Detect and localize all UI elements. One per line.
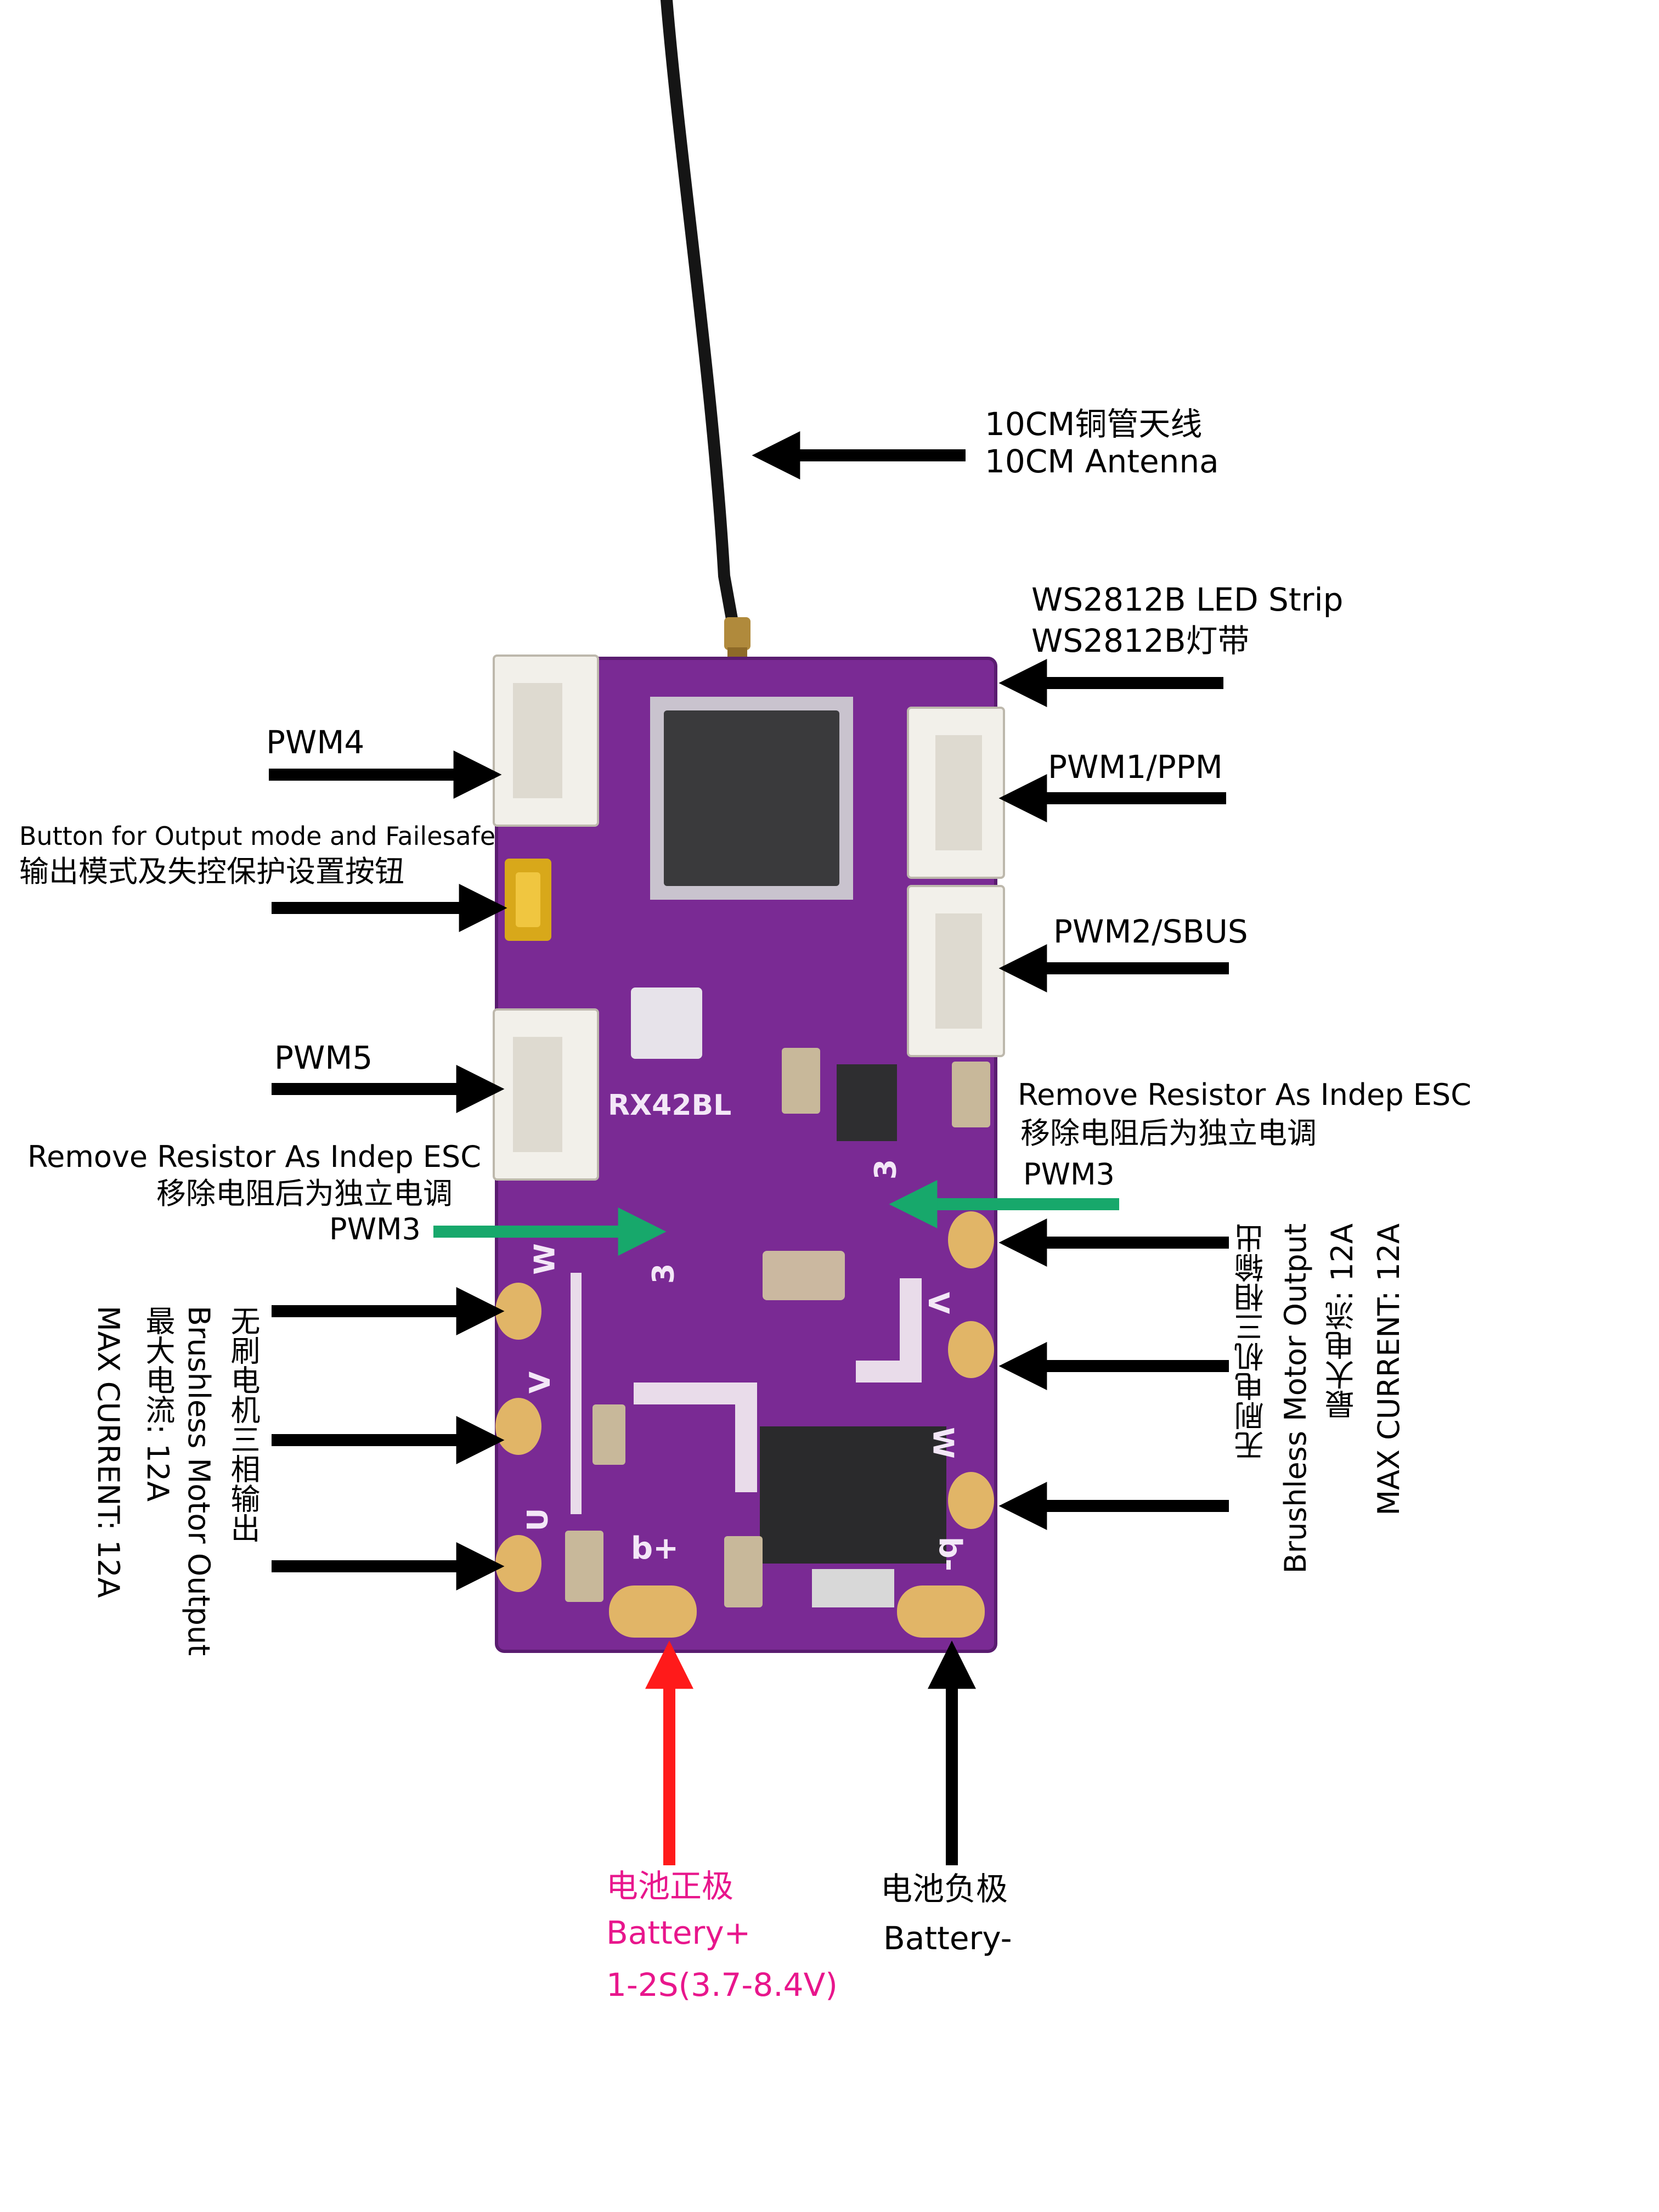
motor-left-line1: 无刷电机三相输出 <box>225 1306 260 1543</box>
connector-pwm2 <box>907 885 1005 1057</box>
pwm1-label: PWM1/PPM <box>1048 748 1223 786</box>
receiver-pcb <box>493 654 1005 1653</box>
battery-pos-label-en: Battery+ <box>606 1914 751 1951</box>
pwm3-left-label: PWM3 <box>329 1212 421 1246</box>
resistor-left-label-en: Remove Resistor As Indep ESC <box>27 1139 481 1174</box>
connector-pwm4 <box>493 654 599 827</box>
led-label-en: WS2812B LED Strip <box>1031 581 1344 618</box>
silk-w-left: W <box>528 1243 562 1275</box>
antenna <box>661 0 751 664</box>
button-label-en: Button for Output mode and Failesafe <box>19 821 496 851</box>
mosfet <box>760 1426 946 1564</box>
mcu-chip <box>650 697 853 900</box>
button-label-cn: 输出模式及失控保护设置按钮 <box>19 854 404 889</box>
battery-neg-label-en: Battery- <box>883 1920 1012 1957</box>
antenna-label-cn: 10CM铜管天线 <box>985 405 1203 443</box>
pwm4-label: PWM4 <box>266 724 365 761</box>
rf-chip <box>631 988 702 1059</box>
callout-arrows <box>269 431 1229 1865</box>
silk-v-right: V <box>922 1291 955 1314</box>
resistor-right-label-en: Remove Resistor As Indep ESC <box>1018 1077 1471 1112</box>
silk-3-right: 3 <box>868 1159 903 1180</box>
connector-pwm1 <box>907 707 1005 879</box>
motor-left-line2: Brushless Motor Output <box>182 1306 216 1656</box>
pwm2-label: PWM2/SBUS <box>1053 913 1248 950</box>
motor-right-line3: Brushless Motor Output <box>1278 1223 1313 1574</box>
pwm5-label: PWM5 <box>274 1039 373 1076</box>
motor-right-line2: 最大电流: 12A <box>1325 1223 1359 1420</box>
battery-pads <box>609 1585 985 1638</box>
silk-3-left: 3 <box>646 1263 681 1284</box>
motor-right-line1: MAX CURRENT: 12A <box>1372 1223 1406 1516</box>
silk-w-right: W <box>926 1427 960 1459</box>
board-model: RX42BL <box>608 1089 732 1122</box>
motor-pads <box>495 1211 994 1592</box>
silk-bplus: b+ <box>631 1531 679 1566</box>
silk-u-left: U <box>522 1508 555 1532</box>
silk-bminus: b- <box>932 1536 968 1572</box>
resistor-right-label-cn: 移除电阻后为独立电调 <box>1020 1116 1317 1150</box>
setup-button <box>505 859 551 941</box>
pwm3-right-label: PWM3 <box>1023 1157 1115 1192</box>
motor-right-line4: 无刷电机三相输出 <box>1234 1223 1269 1460</box>
smd-inductor <box>763 1251 845 1300</box>
resistor-left-label-cn: 移除电阻后为独立电调 <box>156 1176 453 1211</box>
battery-pos-label-cn: 电池正极 <box>606 1867 734 1905</box>
motor-left-line3: 最大电流: 12A <box>140 1306 175 1502</box>
motor-left-line4: MAX CURRENT: 12A <box>91 1306 126 1598</box>
shunt-resistor <box>812 1569 894 1607</box>
battery-neg-label-cn: 电池负极 <box>881 1870 1008 1908</box>
silk-v-left: V <box>524 1371 557 1394</box>
voltage-regulator <box>837 1064 897 1141</box>
led-label-cn: WS2812B灯带 <box>1031 622 1250 659</box>
antenna-label-en: 10CM Antenna <box>985 443 1219 480</box>
connector-pwm5 <box>493 1008 599 1181</box>
battery-voltage-label: 1-2S(3.7-8.4V) <box>606 1966 838 2004</box>
